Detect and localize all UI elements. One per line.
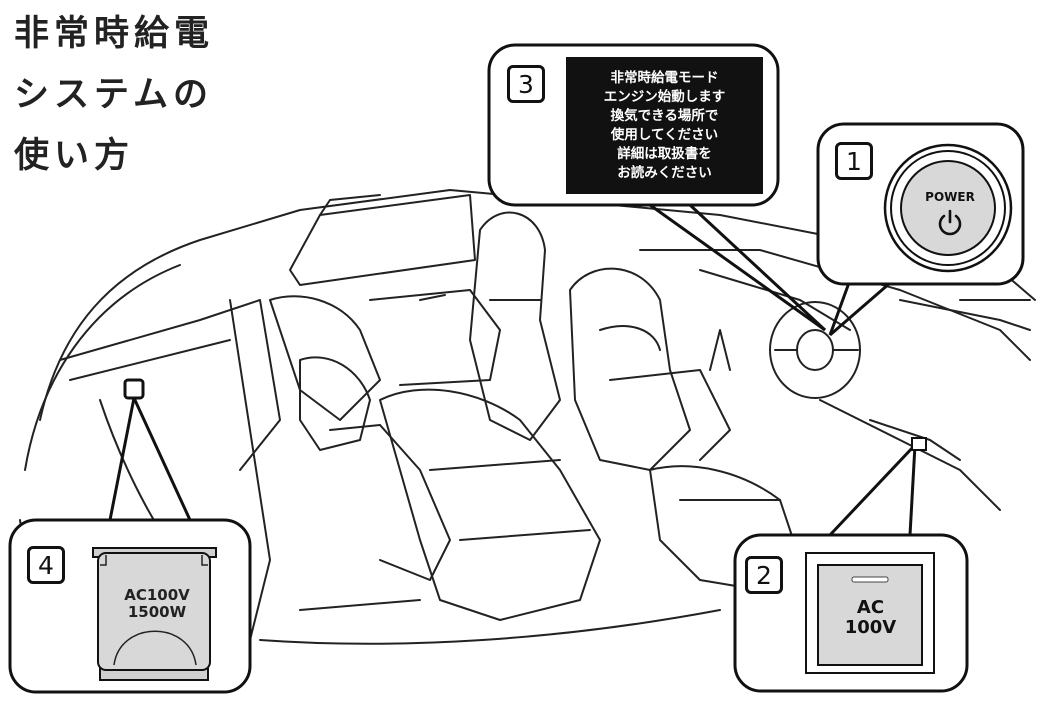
title-line-1: 非常時給電 [14, 14, 215, 54]
callout-4-leader [108, 397, 192, 521]
front-outlet-label-line2: 100V [844, 617, 897, 638]
rear-outlet-label: AC100V 1500W [98, 587, 216, 621]
front-outlet-detail [805, 552, 935, 674]
front-outlet-marker [911, 437, 927, 451]
display-line-4: 使用してください [610, 126, 719, 143]
front-outlet-label: AC 100V [822, 598, 919, 638]
callout-1-leader [828, 279, 891, 337]
power-icon [938, 209, 962, 236]
callout-4-number: 4 [27, 546, 65, 584]
front-outlet-label-line1: AC [856, 597, 885, 618]
title-line-2: システムの [14, 75, 213, 115]
rear-outlet-detail [92, 547, 217, 681]
rear-outlet-marker [123, 378, 145, 400]
callout-2-leader [828, 443, 917, 537]
callout-3-leader [649, 203, 827, 332]
rear-outlet-label-line2: 1500W [127, 603, 187, 621]
callout-3-number: 3 [507, 65, 545, 103]
callout-1-number: 1 [835, 142, 873, 180]
title-line-3: 使い方 [14, 136, 135, 176]
display-line-1: 非常時給電モード [610, 69, 719, 86]
power-button-label: POWER [925, 190, 975, 204]
page-title: 非常時給電 システムの 使い方 [14, 4, 214, 187]
rear-outlet-label-line1: AC100V [124, 586, 190, 604]
display-line-6: お読みください [617, 164, 712, 181]
display-screen: 非常時給電モード エンジン始動します 換気できる場所で 使用してください 詳細は… [566, 57, 763, 194]
callout-2-number: 2 [745, 556, 783, 594]
power-button-detail [883, 143, 1013, 273]
display-line-3: 換気できる場所で [610, 107, 719, 124]
display-line-2: エンジン始動します [603, 88, 726, 105]
display-line-5: 詳細は取扱書を [617, 145, 712, 162]
